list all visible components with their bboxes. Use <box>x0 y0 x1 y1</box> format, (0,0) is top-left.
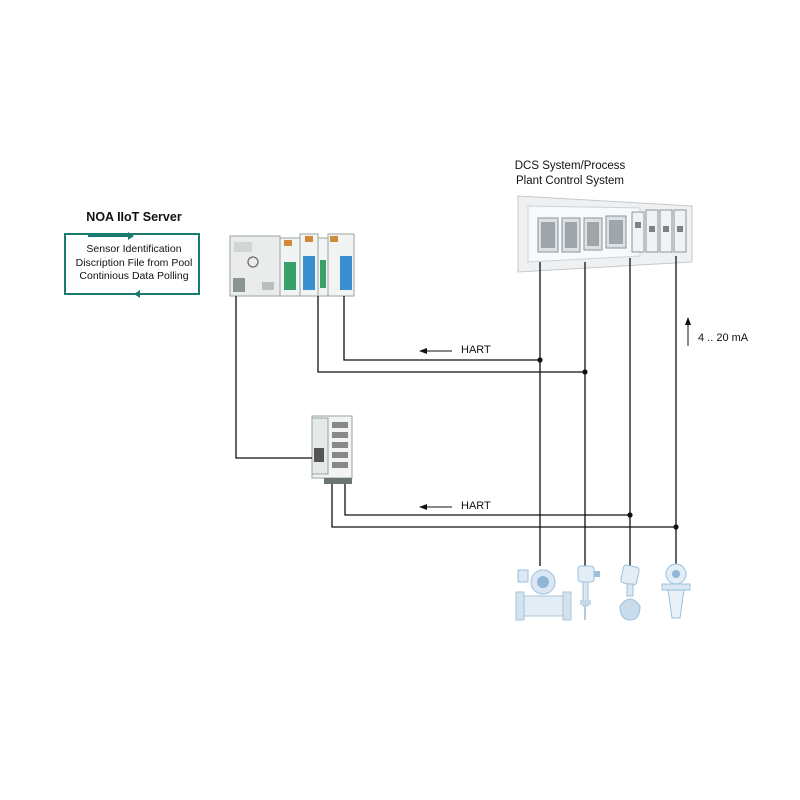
temperature-transmitter-device <box>577 565 600 620</box>
level-sensor-device <box>619 564 641 621</box>
flowmeter-device <box>515 569 572 621</box>
server-line-sensor-identification: Sensor Identification <box>86 243 182 255</box>
remote-io-rack <box>229 233 355 297</box>
current-loop-label: 4 .. 20 mA <box>698 332 749 344</box>
dcs-title-line1: DCS System/Process <box>514 160 626 172</box>
dcs-cabinet <box>517 195 693 273</box>
hart-upper-label: HART <box>461 344 491 356</box>
server-line-data-polling: Continious Data Polling <box>79 270 189 282</box>
server-function-list: Sensor Identification Discription File f… <box>64 243 204 284</box>
dcs-title-line2: Plant Control System <box>515 175 624 187</box>
dcs-title: DCS System/Process Plant Control System <box>500 159 640 189</box>
lower-io-module <box>311 415 353 484</box>
wire-junctions <box>537 357 679 530</box>
server-title: NOA IIoT Server <box>86 210 182 224</box>
hart-lower-label: HART <box>461 500 491 512</box>
wiring <box>235 256 677 566</box>
server-function-box <box>64 233 200 295</box>
radar-level-device <box>661 563 691 619</box>
server-line-description-file: Discription File from Pool <box>75 256 193 269</box>
